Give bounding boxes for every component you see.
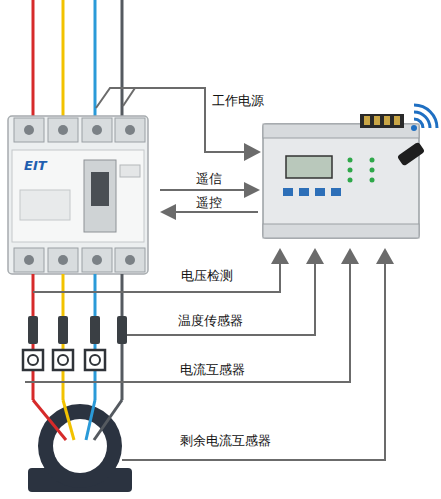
current-transformer	[90, 355, 100, 365]
signal-label: 遥信	[196, 171, 222, 187]
screw	[92, 125, 102, 135]
status-led	[348, 178, 353, 183]
phase-wire	[86, 400, 95, 440]
rating-plate	[20, 190, 70, 220]
status-led	[370, 168, 375, 173]
temperature-sensor	[117, 316, 127, 344]
neutral-wire	[121, 0, 124, 120]
signal-label: 温度传感器	[178, 313, 243, 329]
rct-hole	[53, 419, 107, 473]
breaker-handle	[91, 172, 109, 206]
phase-wire	[33, 400, 66, 440]
power-line	[123, 88, 135, 106]
signal-label: 遥控	[196, 195, 222, 211]
screw	[125, 255, 135, 265]
signal-line	[25, 264, 350, 382]
arrow-head	[244, 182, 260, 198]
arrow-head	[160, 204, 176, 220]
phase-wire	[62, 0, 65, 120]
signal-label: 工作电源	[212, 93, 264, 109]
wifi-icon	[414, 112, 430, 128]
antenna	[397, 142, 425, 167]
current-transformer	[23, 350, 43, 370]
breaker-body	[8, 116, 148, 274]
screw	[24, 255, 34, 265]
terminal-pin	[384, 116, 390, 125]
phase-wire	[63, 400, 74, 440]
screw	[92, 255, 102, 265]
terminal-pin	[374, 116, 380, 125]
current-transformer	[28, 355, 38, 365]
signal-line	[127, 264, 315, 335]
lcd-screen	[286, 156, 332, 178]
terminal	[48, 248, 78, 272]
breaker-node: EIT	[8, 116, 148, 274]
arrow-head	[376, 248, 394, 264]
control-arrow	[174, 211, 258, 213]
monitor-device	[263, 124, 419, 238]
current-transformer	[53, 350, 73, 370]
device-button	[299, 188, 309, 196]
temperature-sensor	[90, 316, 100, 344]
status-led	[348, 158, 353, 163]
current-transformer	[58, 355, 68, 365]
signal-label: 剩余电流互感器	[180, 433, 271, 449]
signal-line	[33, 264, 280, 292]
terminal	[14, 118, 44, 142]
terminal-block	[360, 114, 404, 128]
wifi-icon	[414, 105, 437, 128]
breaker-face	[12, 150, 144, 242]
terminal	[14, 248, 44, 272]
status-led	[348, 168, 353, 173]
current-transformer	[85, 350, 105, 370]
signal-line	[122, 264, 385, 460]
signal-label: 电流互感器	[180, 362, 245, 378]
temperature-sensor	[28, 316, 38, 344]
handle-slot	[84, 160, 116, 232]
device-button	[315, 188, 325, 196]
wifi-icon	[414, 119, 423, 128]
terminal	[115, 118, 145, 142]
neutral-wire	[94, 400, 122, 440]
terminal	[82, 248, 112, 272]
signal-arrow	[160, 189, 246, 191]
device-button	[331, 188, 341, 196]
screw	[58, 255, 68, 265]
screw	[125, 125, 135, 135]
terminal	[115, 248, 145, 272]
terminal-pin	[364, 116, 370, 125]
device-button	[283, 188, 293, 196]
wifi-icon	[411, 125, 417, 131]
terminal-pin	[394, 116, 400, 125]
arrow-head	[271, 248, 289, 264]
status-led	[370, 178, 375, 183]
temperature-sensor	[58, 316, 68, 344]
brand-mark: EIT	[24, 158, 47, 173]
breaker-button	[120, 165, 140, 177]
signal-label: 电压检测	[181, 268, 233, 284]
terminal	[48, 118, 78, 142]
phase-wire	[94, 0, 97, 120]
screw	[24, 125, 34, 135]
arrow-head	[306, 248, 324, 264]
terminal-strip	[263, 224, 419, 238]
arrow-head	[244, 143, 261, 161]
terminal	[82, 118, 112, 142]
status-led	[370, 158, 375, 163]
screw	[58, 125, 68, 135]
arrow-head	[341, 248, 359, 264]
phase-wire	[32, 0, 35, 120]
